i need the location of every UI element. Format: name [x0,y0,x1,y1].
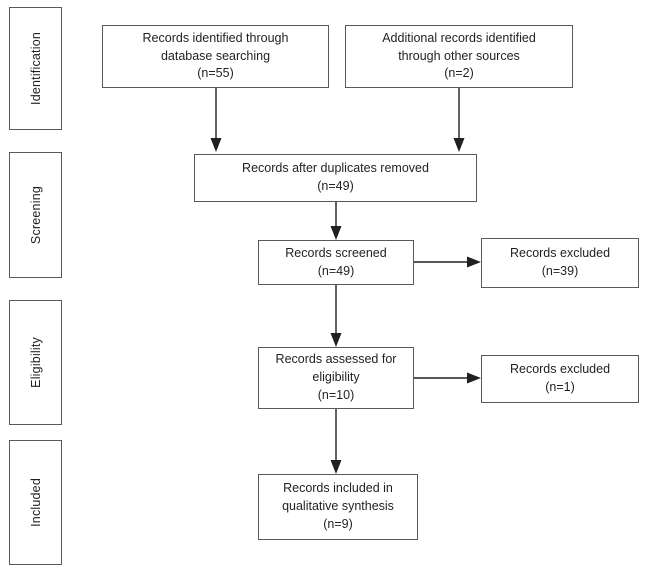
arrowhead-screened-to-excluded [467,256,481,268]
arrowhead-other-sources-to-duplicates [453,138,465,152]
stage-label-eligibility: Eligibility [9,300,62,425]
box-line: (n=49) [317,179,354,193]
box-line: Records screened [285,245,387,260]
box-records-excluded-eligibility: Records excluded (n=1) [481,355,639,403]
arrowhead-duplicates-to-screened [330,226,342,240]
box-line: Records excluded [509,362,611,377]
stage-label-screening: Screening [9,152,62,278]
box-line: through other sources [398,48,520,63]
box-line: Additional records identified [382,30,536,45]
arrowhead-database-to-duplicates [210,138,222,152]
box-records-assessed-eligibility: Records assessed for eligibility (n=10) [258,347,414,409]
arrowhead-screened-to-assessed [330,333,342,347]
box-line: (n=2) [444,66,474,81]
box-line: (n=10) [317,387,355,402]
box-line: (n=55) [197,66,234,81]
box-line: database searching [160,48,271,63]
box-line: (n=49) [317,263,355,278]
box-line: eligibility [312,370,360,385]
box-additional-records-other-sources: Additional records identified through ot… [345,25,573,88]
box-line: Records identified through [142,30,289,45]
box-line: (n=1) [545,380,575,394]
stage-label-included: Included [9,440,62,565]
box-line: Records assessed for [275,352,397,367]
box-records-included-qualitative-synthesis: Records included in qualitative synthesi… [258,474,418,540]
arrowhead-assessed-to-included [330,460,342,474]
box-records-after-duplicates-removed: Records after duplicates removed (n=49) [194,154,477,202]
box-line: qualitative synthesis [282,499,394,514]
box-line: (n=39) [541,264,579,278]
box-records-screened: Records screened (n=49) [258,240,414,285]
box-line: (n=9) [323,516,353,531]
stage-label-identification: Identification [9,7,62,130]
box-line: Records after duplicates removed [242,161,429,176]
arrowhead-assessed-to-excluded [467,372,481,384]
box-records-excluded-screening: Records excluded (n=39) [481,238,639,288]
box-line: Records excluded [509,246,611,261]
box-line: Records included in [283,481,393,496]
box-records-identified-database: Records identified through database sear… [102,25,329,88]
